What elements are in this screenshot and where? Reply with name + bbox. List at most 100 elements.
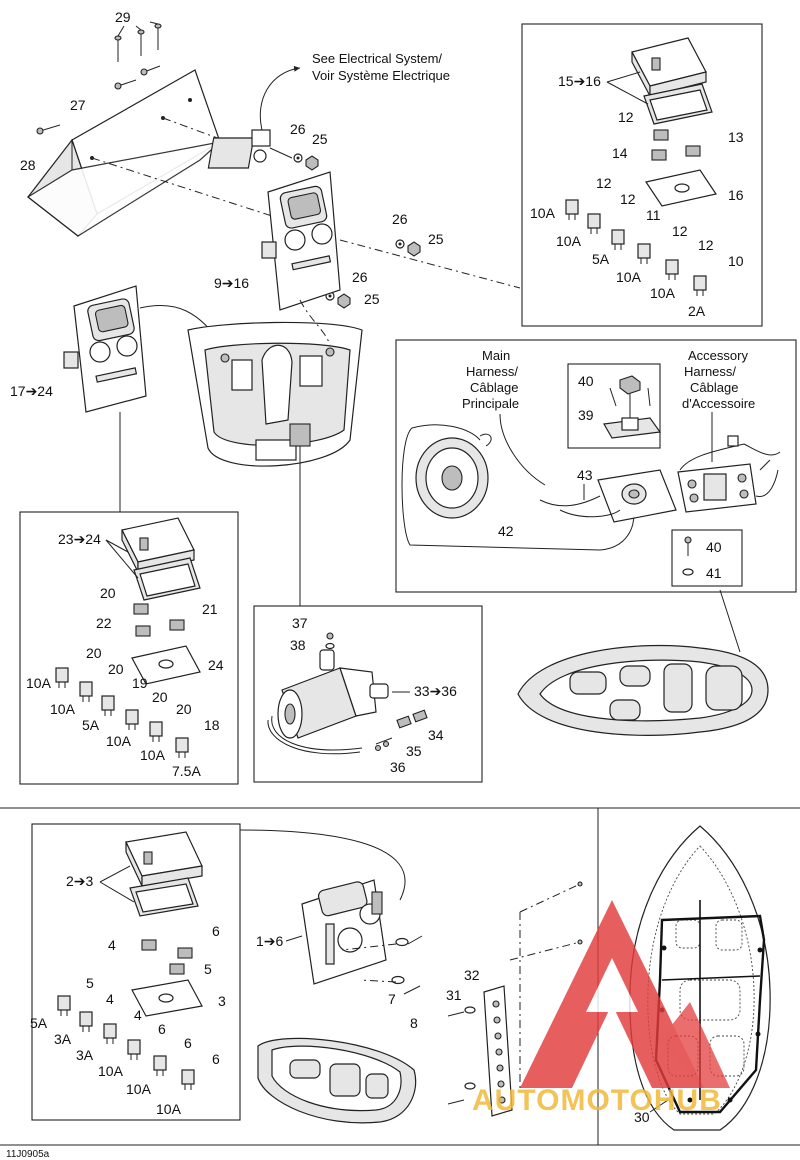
callout-37: 37 [292,615,308,631]
automotohub-watermark-logo [520,900,730,1088]
boat-top-view-a [517,644,769,736]
amp-5a-1: 5A [592,251,610,267]
callout-20-e: 20 [176,701,192,717]
amp-d-3a-2: 3A [76,1047,94,1063]
see-electrical-line1: See Electrical System/ [312,51,442,66]
boat-top-view-b [257,1037,417,1124]
callout-41: 41 [706,565,722,581]
fuse-gasket-12 [643,83,713,125]
main-harness-line1: Main [482,348,510,363]
callout-43: 43 [577,467,593,483]
callout-26-c: 26 [352,269,368,285]
amp-10a-4: 10A [650,285,676,301]
screw-40-washer-41 [682,536,694,576]
amp-b-5a: 5A [82,717,100,733]
callout-8: 8 [410,1015,418,1031]
callout-12-e: 12 [698,237,714,253]
callout-3: 3 [218,993,226,1009]
callout-12-b: 12 [596,175,612,191]
callout-5-b: 5 [86,975,94,991]
callout-33-36: 33➔36 [414,683,457,699]
callout-15-16: 15➔16 [558,73,601,89]
callout-10: 10 [728,253,744,269]
fuse-box-9-16 [261,171,341,311]
callout-40-b: 40 [706,539,722,555]
callout-11: 11 [646,207,661,223]
callout-38: 38 [290,637,306,653]
fuse-relays-c [141,939,193,975]
callout-12-d: 12 [672,223,688,239]
screws [36,65,161,135]
callout-25-a: 25 [312,131,328,147]
callout-20-c: 20 [108,661,124,677]
battery-post-detail [567,363,661,449]
fuse-detail-frame-c [31,823,241,1121]
amp-d-10a-2: 10A [126,1081,152,1097]
callout-5-a: 5 [204,961,212,977]
washer-nut-set-b [395,239,421,257]
callout-13: 13 [728,129,744,145]
fuse-plate-3 [131,979,203,1017]
amp-10a-3: 10A [616,269,642,285]
callout-30: 30 [634,1109,650,1125]
electrical-connector-block [207,65,301,169]
see-electrical-line2: Voir Système Electrique [312,68,450,83]
callout-35: 35 [406,743,422,759]
callout-23-24: 23➔24 [58,531,101,547]
accessory-harness-line3: Câblage [690,380,738,395]
fuse-gasket-3 [129,877,199,917]
callout-1-6: 1➔6 [256,933,284,949]
accessory-junction [677,463,757,513]
callout-6-d: 6 [212,1051,220,1067]
callout-36: 36 [390,759,406,775]
flywheel-stator [415,437,489,519]
callout-28: 28 [20,157,36,173]
drawing-id: 11J0905a [6,1149,50,1160]
battery-post-39 [603,375,662,439]
callout-6-b: 6 [158,1021,166,1037]
fuse-box-1-6 [301,879,387,985]
battery-switch-base [597,469,677,523]
accessory-harness-line2: Harness/ [684,364,736,379]
watermark-text: AUTOMOTOHUB [472,1084,722,1117]
main-harness-line4: Principale [462,396,519,411]
bilge-pump [267,632,389,755]
callout-12-a: 12 [618,109,634,125]
fuse-gasket-20 [133,557,201,601]
blade-fuses-b [55,667,189,758]
fuse-relays-b [133,603,185,637]
callout-22: 22 [96,615,112,631]
callout-26-b: 26 [392,211,408,227]
callout-29: 29 [115,9,131,25]
callout-24: 24 [208,657,224,673]
blade-fuses-c [57,995,195,1090]
callout-7: 7 [388,991,396,1007]
amp-2a: 2A [688,303,706,319]
screw-washer-detail [671,529,743,587]
amp-d-10a-3: 10A [156,1101,182,1117]
fuse-plate-24 [131,645,201,685]
main-harness-line2: Harness/ [466,364,518,379]
mounting-plate-assembly [26,21,301,237]
washers-screws-7-8 [391,935,423,995]
amp-b-10a-1: 10A [26,675,52,691]
callout-4-b: 4 [106,991,114,1007]
callout-12-c: 12 [620,191,636,207]
callout-2-3: 2➔3 [66,873,94,889]
amp-d-10a-1: 10A [98,1063,124,1079]
amp-b-7-5a: 7.5A [172,763,201,779]
callout-6-a: 6 [212,923,220,939]
fuse-detail-frame-b [19,511,239,785]
callout-4-a: 4 [108,937,116,953]
callout-9-16: 9➔16 [214,275,249,291]
callout-16: 16 [728,187,744,203]
washer-nut-set-c [325,291,351,309]
amp-d-5a: 5A [30,1015,48,1031]
callout-14: 14 [612,145,628,161]
callout-32: 32 [464,967,480,983]
amp-b-10a-4: 10A [140,747,166,763]
amp-10a-1: 10A [530,205,556,221]
accessory-harness-line1: Accessory [688,348,748,363]
callout-27: 27 [70,97,86,113]
fuse-plate-16 [645,169,717,207]
